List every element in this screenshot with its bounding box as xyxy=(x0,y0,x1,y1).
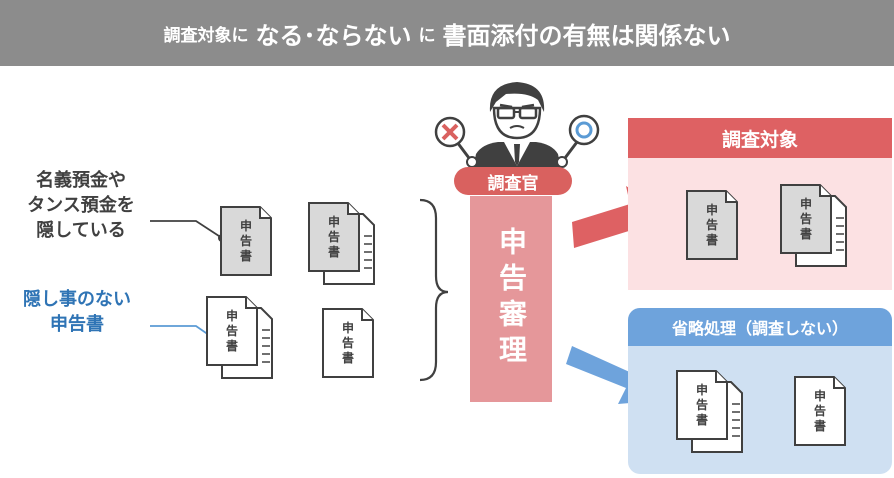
document-label-char: 告 xyxy=(813,403,826,418)
document-label-char: 申 xyxy=(341,320,354,335)
document-label-char: 書 xyxy=(341,350,354,365)
document-stack-honest-1: 申告書 xyxy=(206,296,276,380)
document-hidden-1: 申告書 xyxy=(220,206,272,276)
audit-document-stack-2: 申告書 xyxy=(780,184,850,268)
document-label: 申告書 xyxy=(794,376,846,446)
document-label-char: 申 xyxy=(799,196,812,211)
audit-target-title: 調査対象 xyxy=(628,118,892,158)
title-part-2: なる･ならない xyxy=(255,21,412,50)
title-part-3: に xyxy=(418,25,436,46)
document-label-char: 書 xyxy=(327,244,340,259)
document-label-char: 書 xyxy=(799,226,812,241)
document-label-char: 申 xyxy=(239,218,252,233)
document-label-char: 告 xyxy=(239,233,252,248)
audit-document-1: 申告書 xyxy=(686,190,738,260)
document-label-char: 申 xyxy=(327,214,340,229)
document-label-char: 書 xyxy=(813,418,826,433)
return-review-label: 申告審理 xyxy=(495,227,528,371)
document-stack-hidden-2: 申告書 xyxy=(308,202,378,286)
document-label-char: 告 xyxy=(225,323,238,338)
no-audit-document-stack-1: 申告書 xyxy=(676,370,746,454)
document-honest-2: 申告書 xyxy=(322,308,374,378)
document-label-char: 告 xyxy=(695,397,708,412)
hidden-assets-label: 名義預金や タンス預金を 隠している xyxy=(27,170,135,241)
honest-return-label: 隠し事のない 申告書 xyxy=(23,289,131,335)
inspector-icon xyxy=(434,82,600,174)
document-label-char: 申 xyxy=(705,202,718,217)
document-label: 申告書 xyxy=(220,206,272,276)
no-audit-document-2: 申告書 xyxy=(794,376,846,446)
document-label-char: 書 xyxy=(705,232,718,247)
document-label: 申告書 xyxy=(780,184,832,254)
document-label: 申告書 xyxy=(322,308,374,378)
document-label-char: 申 xyxy=(225,308,238,323)
document-label-char: 告 xyxy=(799,211,812,226)
document-label-char: 書 xyxy=(239,248,252,263)
return-review-box: 申告審理 xyxy=(470,196,552,402)
circle-sign-icon xyxy=(568,114,600,146)
no-audit-title: 省略処理（調査しない） xyxy=(628,308,892,346)
document-label: 申告書 xyxy=(686,190,738,260)
title-part-4: 書面添付の有無は関係ない xyxy=(442,21,731,50)
title-bar: 調査対象に なる･ならない に 書面添付の有無は関係ない xyxy=(0,0,894,66)
document-label-char: 書 xyxy=(225,338,238,353)
document-label: 申告書 xyxy=(206,296,258,366)
inspector-badge: 調査官 xyxy=(454,167,572,195)
document-label: 申告書 xyxy=(676,370,728,440)
document-label-char: 申 xyxy=(695,382,708,397)
document-label-char: 告 xyxy=(705,217,718,232)
title-part-1: 調査対象に xyxy=(163,25,249,46)
document-label-char: 告 xyxy=(327,229,340,244)
document-label-char: 書 xyxy=(695,412,708,427)
document-label-char: 申 xyxy=(813,388,826,403)
grouping-brace xyxy=(419,198,449,382)
document-label: 申告書 xyxy=(308,202,360,272)
document-label-char: 告 xyxy=(341,335,354,350)
